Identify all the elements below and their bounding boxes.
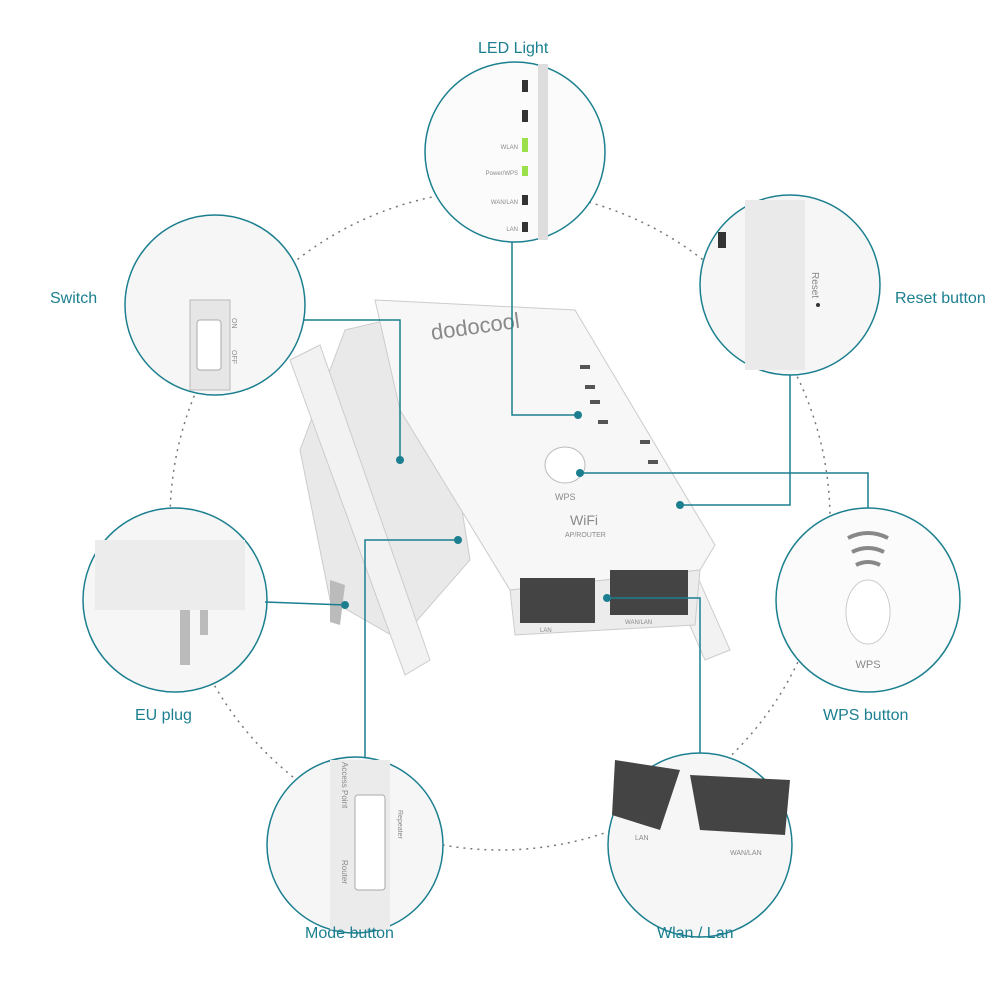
svg-text:WAN/LAN: WAN/LAN [730,850,762,857]
label-led-light: LED Light [478,40,549,57]
svg-text:Access Point: Access Point [340,762,349,809]
svg-text:WiFi: WiFi [570,512,598,528]
svg-text:Reset: Reset [809,272,820,298]
svg-text:Power/WPS: Power/WPS [486,171,518,177]
callout-wps: WPS [775,507,961,693]
antenna-left [289,344,431,676]
label-wlan-lan: Wlan / Lan [657,925,734,942]
wan-lan-port [610,570,688,615]
svg-text:LAN: LAN [635,835,649,842]
svg-text:WPS: WPS [555,492,576,502]
svg-text:WAN/LAN: WAN/LAN [491,200,518,206]
callout-switch: ON OFF [124,214,306,396]
lan-port [520,578,595,623]
svg-text:ON: ON [230,318,237,329]
callout-led: WLAN Power/WPS WAN/LAN LAN [424,61,606,243]
callout-wlan-lan: LAN WAN/LAN [607,752,793,938]
connector-dots [341,411,684,609]
svg-text:WLAN: WLAN [501,145,518,151]
svg-text:Router: Router [340,860,349,884]
svg-text:OFF: OFF [230,350,237,364]
svg-text:LAN: LAN [540,628,552,634]
callout-mode: Access Point Router Repeater [266,756,444,934]
callout-eu-plug [82,507,268,693]
label-eu-plug: EU plug [135,707,192,724]
callout-reset: Reset [699,194,881,376]
svg-text:WPS: WPS [855,659,880,671]
connector-lines [264,242,869,757]
svg-text:Repeater: Repeater [396,810,403,839]
svg-text:LAN: LAN [506,227,518,233]
label-wps-button: WPS button [823,707,909,724]
router-device: dodocool WPS WiFi AP/ROUTER LAN WAN/LAN [289,299,731,676]
svg-text:WAN/LAN: WAN/LAN [625,620,652,626]
label-mode-button: Mode button [305,925,394,942]
svg-text:AP/ROUTER: AP/ROUTER [565,532,606,539]
device-wps-button [544,446,586,484]
label-switch: Switch [50,290,98,307]
label-reset-button: Reset button [895,290,986,307]
plug-pin [330,580,345,625]
